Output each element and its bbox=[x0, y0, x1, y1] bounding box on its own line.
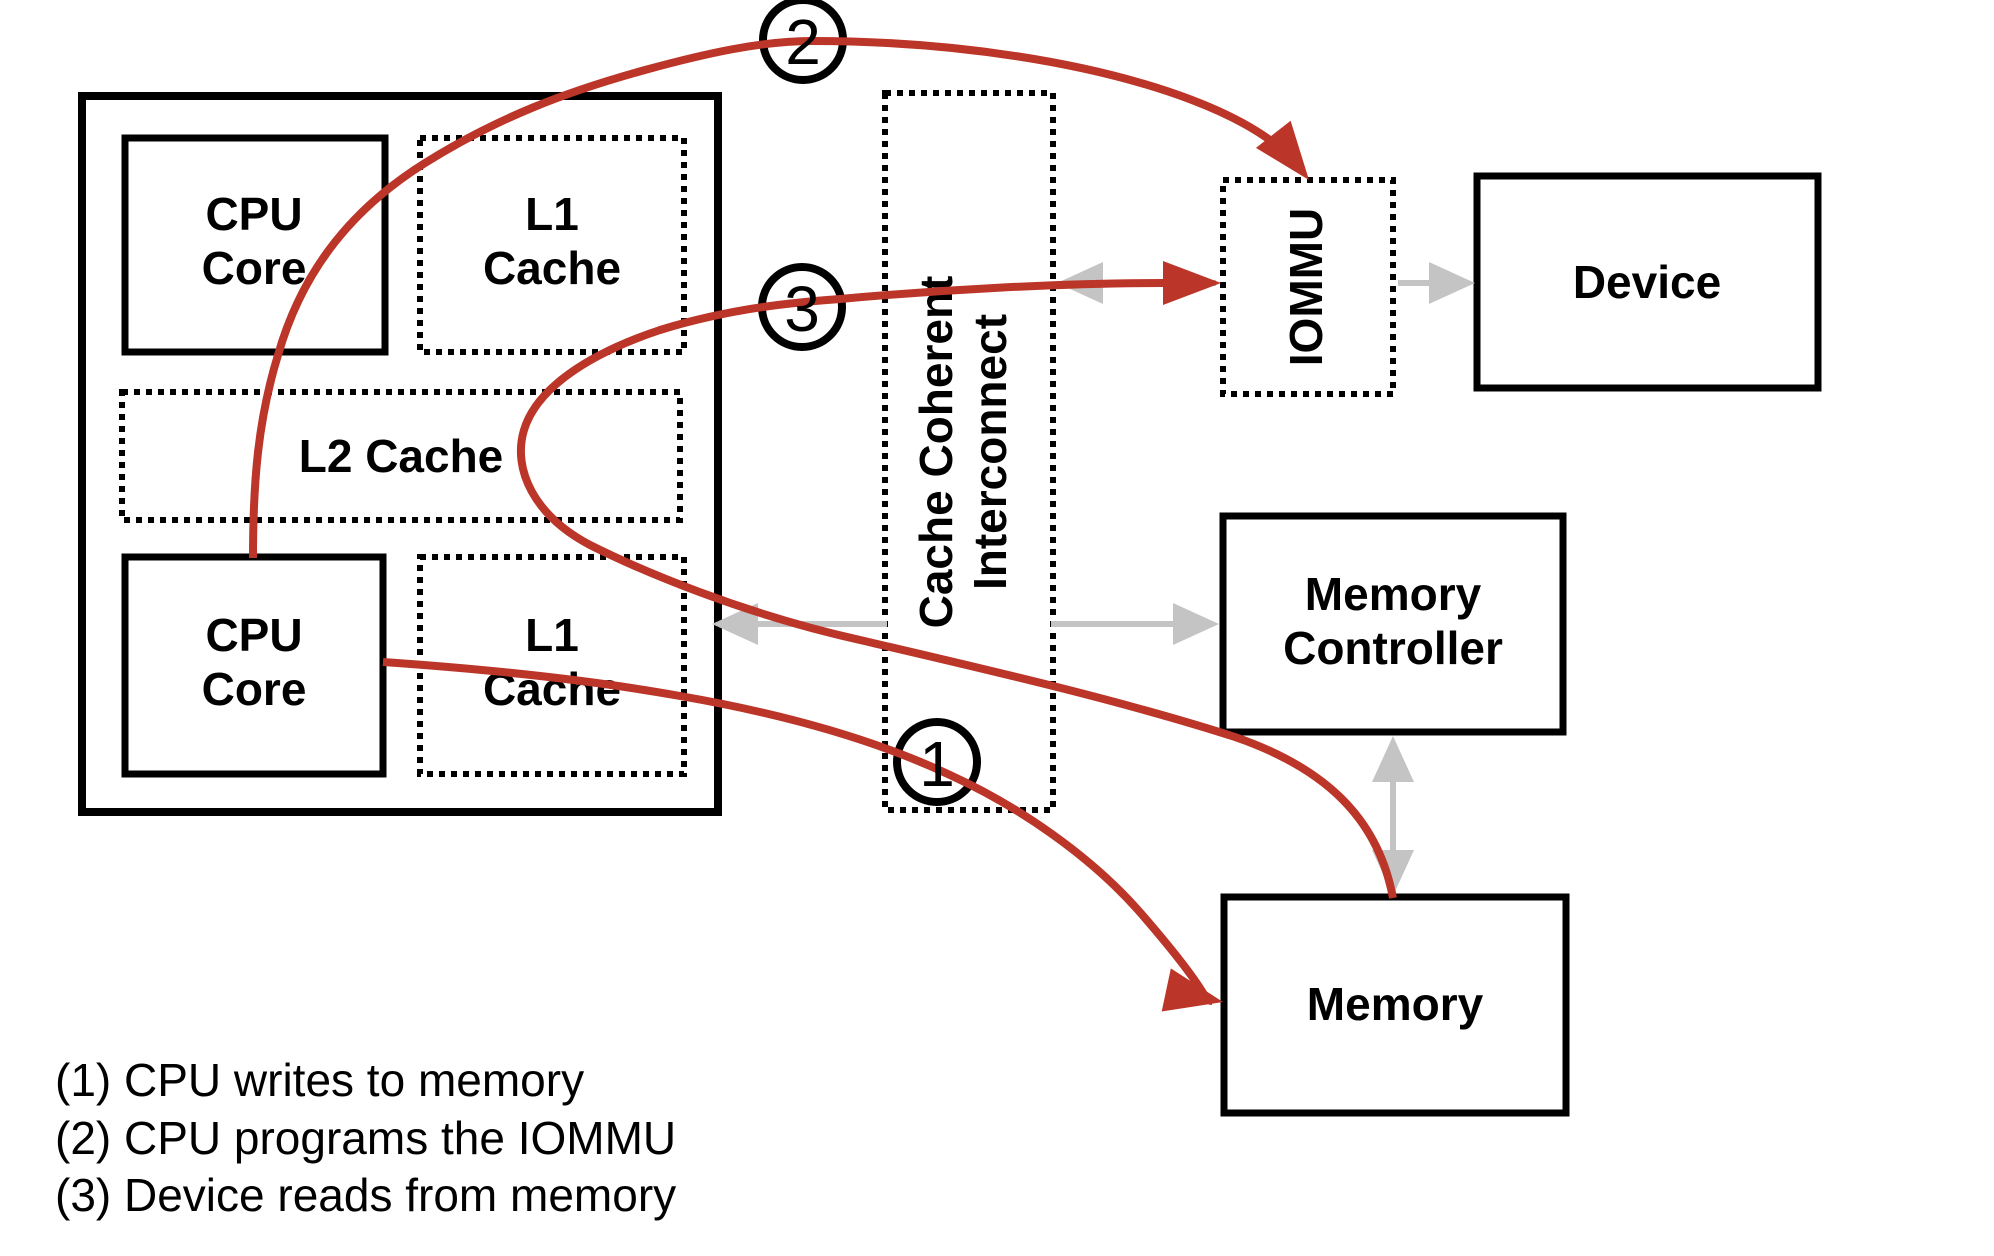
memory-box bbox=[1220, 893, 1570, 1117]
step-3-number: 3 bbox=[784, 273, 820, 345]
legend-item-2: (2) CPU programs the IOMMU bbox=[55, 1112, 676, 1164]
flow-1-path bbox=[382, 658, 1213, 1005]
l1-cache-bottom-label-line1: L1 bbox=[525, 609, 579, 661]
memory-controller-label-line1: Memory bbox=[1305, 568, 1482, 620]
step-2-number: 2 bbox=[785, 6, 821, 78]
bus-right-arrowhead-icon bbox=[1173, 603, 1219, 645]
iommu-label: IOMMU bbox=[1280, 208, 1332, 366]
flow-1-arrowhead-icon bbox=[1161, 968, 1223, 1012]
legend-item-3: (3) Device reads from memory bbox=[55, 1169, 676, 1221]
cpu-core-bottom-label-line1: CPU bbox=[205, 609, 302, 661]
cpu-core-top-box bbox=[121, 134, 389, 356]
memory-controller-box bbox=[1219, 512, 1567, 736]
cpu-core-top-label-line2: Core bbox=[202, 242, 307, 294]
device-box bbox=[1473, 172, 1822, 392]
iommu-box bbox=[1220, 177, 1396, 397]
bus-device-arrowhead-icon bbox=[1429, 262, 1475, 304]
l1-cache-top-label-line1: L1 bbox=[525, 188, 579, 240]
device-label: Device bbox=[1573, 256, 1721, 308]
memory-label: Memory bbox=[1307, 978, 1484, 1030]
cpu-core-top-label-line1: CPU bbox=[205, 188, 302, 240]
flow-3-arrowhead-icon bbox=[1163, 261, 1221, 305]
flow-2-path bbox=[249, 36, 1305, 559]
legend-item-1: (1) CPU writes to memory bbox=[55, 1054, 584, 1106]
bus-up-arrowhead-icon bbox=[1372, 736, 1414, 782]
step-1-number: 1 bbox=[919, 728, 955, 800]
interconnect-label-line2: Interconnect bbox=[964, 314, 1016, 590]
interconnect-label-line1: Cache Coherent bbox=[910, 276, 962, 629]
flow-2-arrowhead-icon bbox=[1255, 120, 1309, 180]
l1-cache-top-label-line2: Cache bbox=[483, 242, 621, 294]
l2-cache-label: L2 Cache bbox=[299, 430, 504, 482]
flow-3-path bbox=[516, 279, 1397, 899]
cache-coherent-interconnect-box bbox=[882, 90, 1056, 813]
bus-left-arrowhead-icon bbox=[712, 603, 758, 645]
memory-controller-label-line2: Controller bbox=[1283, 622, 1503, 674]
l1-cache-top-box bbox=[417, 135, 687, 355]
cpu-core-bottom-label-line2: Core bbox=[202, 663, 307, 715]
l2-cache-box bbox=[119, 389, 683, 523]
